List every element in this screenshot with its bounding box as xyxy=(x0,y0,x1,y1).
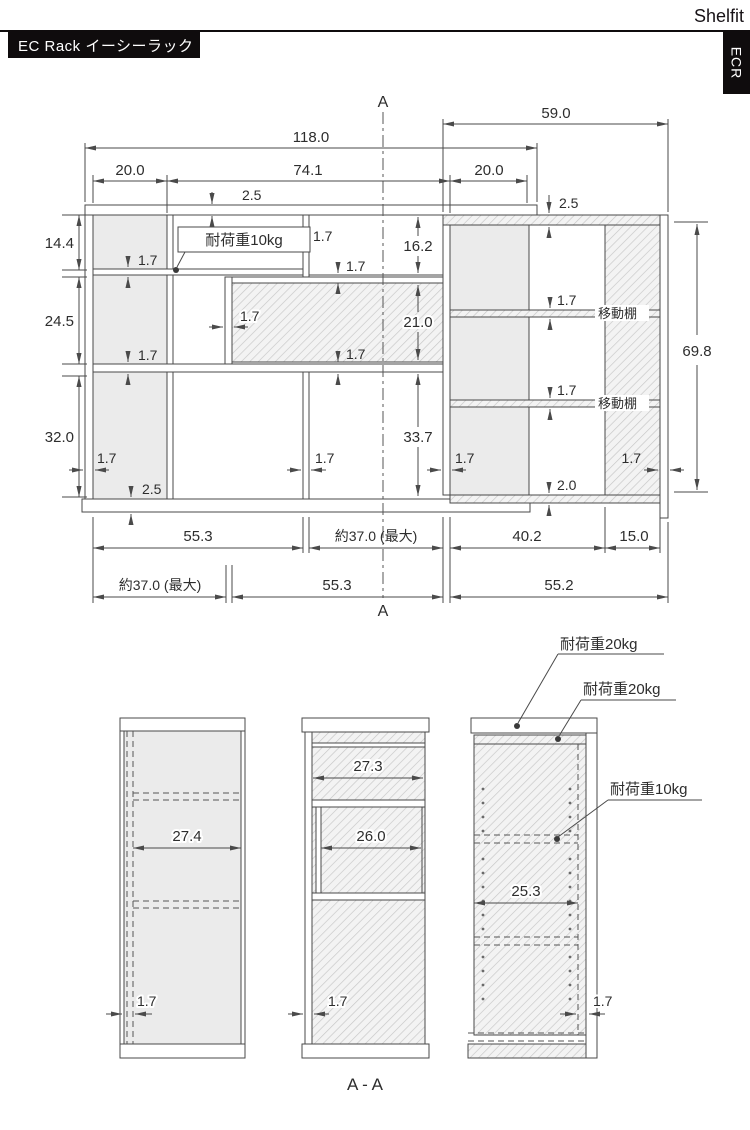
v2-left-wall xyxy=(304,731,313,1045)
v2-gap-line xyxy=(311,742,426,748)
dim-top-thickness: 2.5 xyxy=(242,187,262,203)
v3-under-top-shelf xyxy=(473,734,587,745)
load-callout-main: 耐荷重10kg xyxy=(205,232,283,249)
dim-side-shelf2-thk: 1.7 xyxy=(557,382,577,398)
leader-dot-3 xyxy=(554,836,560,842)
v2-shelf-1 xyxy=(311,799,426,808)
v1-bottom-board xyxy=(119,1043,246,1059)
brand-text: Shelfit xyxy=(693,6,744,26)
v2-bottom-board xyxy=(301,1043,430,1059)
front-divider-2-lower xyxy=(302,370,310,500)
dim-shelf-left1-thk: 1.7 xyxy=(138,252,158,268)
dim-inner-bottom: 33.7 xyxy=(403,429,432,446)
front-shelf-left-1 xyxy=(92,268,304,276)
dim-shelf-mid1-thk: 1.7 xyxy=(346,258,366,274)
view1-width: 27.4 xyxy=(172,828,201,845)
side-right-wall xyxy=(659,214,669,519)
dim-depth-total: 59.0 xyxy=(541,105,570,122)
side-hatch-column xyxy=(604,224,661,496)
v3-right-wall xyxy=(585,732,598,1059)
section-label: A - A xyxy=(347,1075,384,1094)
ecr-side-tab: ECR xyxy=(723,32,750,94)
v3-interior xyxy=(473,743,587,1036)
dim-width-right: 20.0 xyxy=(474,162,503,179)
dim-bottom-r1-b: 約37.0 (最大) xyxy=(335,528,417,544)
callout-top-load: 耐荷重20kg xyxy=(560,636,638,653)
v1-top-board xyxy=(119,717,246,732)
dim-side-top-thickness: 2.5 xyxy=(559,195,579,211)
dim-bottom-r1-d: 15.0 xyxy=(619,528,648,545)
front-left-wall xyxy=(84,214,94,500)
side-bottom-board xyxy=(449,494,669,504)
v2-inset-edge xyxy=(315,806,322,894)
view3-width: 25.3 xyxy=(511,883,540,900)
dim-side-height: 69.8 xyxy=(682,343,711,360)
callout-shelf-load: 耐荷重20kg xyxy=(583,681,661,698)
section-mark-bottom: A xyxy=(378,603,389,620)
view2-wall-thickness: 1.7 xyxy=(328,993,348,1009)
dim-left-wall-thk: 1.7 xyxy=(97,450,117,466)
dim-divider3-thk: 1.7 xyxy=(315,450,335,466)
dim-bottom-r2-c: 55.2 xyxy=(544,577,573,594)
movable-label-bg-2 xyxy=(595,395,649,411)
dim-bottom-r2-b: 55.3 xyxy=(322,577,351,594)
section-view-right: 25.3 1.7 xyxy=(467,717,615,1059)
dim-side-left-wall-thk: 1.7 xyxy=(455,450,475,466)
front-shelf-2 xyxy=(92,363,446,373)
leader-dot-main xyxy=(173,267,179,273)
dim-bottom-thk: 2.5 xyxy=(142,481,162,497)
front-divider-3 xyxy=(224,276,233,365)
view2-width-top: 27.3 xyxy=(353,758,382,775)
front-back-panel-hatch xyxy=(231,282,446,363)
leader-dot-1 xyxy=(514,723,520,729)
v1-interior xyxy=(124,731,241,1044)
front-divider-1 xyxy=(166,214,174,500)
v3-top-board xyxy=(470,717,598,734)
dim-bottom-r1-c: 40.2 xyxy=(512,528,541,545)
v3-bottom-board xyxy=(467,1043,587,1059)
dim-divider2-thk: 1.7 xyxy=(240,308,260,324)
dim-shelf-left2-thk: 1.7 xyxy=(138,347,158,363)
dim-width-total: 118.0 xyxy=(293,129,329,146)
load-callouts: 耐荷重20kg 耐荷重20kg 耐荷重10kg xyxy=(514,636,702,842)
v2-inset-box xyxy=(315,806,423,894)
side-view xyxy=(442,214,669,519)
v2-top-board xyxy=(301,717,430,733)
dim-width-center: 74.1 xyxy=(293,162,322,179)
v2-shelf-2 xyxy=(311,892,426,901)
load-callout-box xyxy=(177,226,311,253)
dim-height-top: 14.4 xyxy=(45,235,74,252)
header-rule xyxy=(0,30,750,32)
dimension-annotations: A A 118.0 59.0 20.0 74.1 20.0 2.5 2.5 14… xyxy=(43,94,712,620)
dim-height-bottom: 32.0 xyxy=(45,429,74,446)
front-top-board xyxy=(84,204,538,216)
view2-width-inset: 26.0 xyxy=(356,828,385,845)
movable-shelf-label-1: 移動棚 xyxy=(598,306,637,321)
dim-side-shelf1-thk: 1.7 xyxy=(557,292,577,308)
side-gray-panel xyxy=(450,225,529,495)
dim-side-bottom-thk: 2.0 xyxy=(557,477,577,493)
callout-inner-load: 耐荷重10kg xyxy=(610,781,688,798)
dim-inner-top: 16.2 xyxy=(403,238,432,255)
leader-dot-2 xyxy=(555,736,561,742)
dim-side-right-wall-thk: 1.7 xyxy=(622,450,642,466)
product-title: EC Rack イーシーラック xyxy=(8,32,200,58)
dim-height-middle: 24.5 xyxy=(45,313,74,330)
section-view-middle: 27.3 26.0 1.7 A - A xyxy=(288,717,430,1094)
view3-back-thickness: 1.7 xyxy=(593,993,613,1009)
side-left-wall xyxy=(442,224,451,496)
side-top-board xyxy=(442,214,669,226)
front-shelf-strip xyxy=(231,276,446,284)
dim-inner-middle: 21.0 xyxy=(403,314,432,331)
movable-label-bg-1 xyxy=(595,305,649,321)
view1-back-thickness: 1.7 xyxy=(137,993,157,1009)
dim-width-left: 20.0 xyxy=(115,162,144,179)
dim-shelf-mid2-thk: 1.7 xyxy=(346,346,366,362)
movable-shelf-label-2: 移動棚 xyxy=(598,396,637,411)
section-view-left: 27.4 1.7 xyxy=(106,717,246,1059)
dim-bottom-r2-a: 約37.0 (最大) xyxy=(119,577,201,593)
dim-bottom-r1-a: 55.3 xyxy=(183,528,212,545)
section-mark-top: A xyxy=(378,94,389,111)
dim-divider1-thk: 1.7 xyxy=(313,228,333,244)
